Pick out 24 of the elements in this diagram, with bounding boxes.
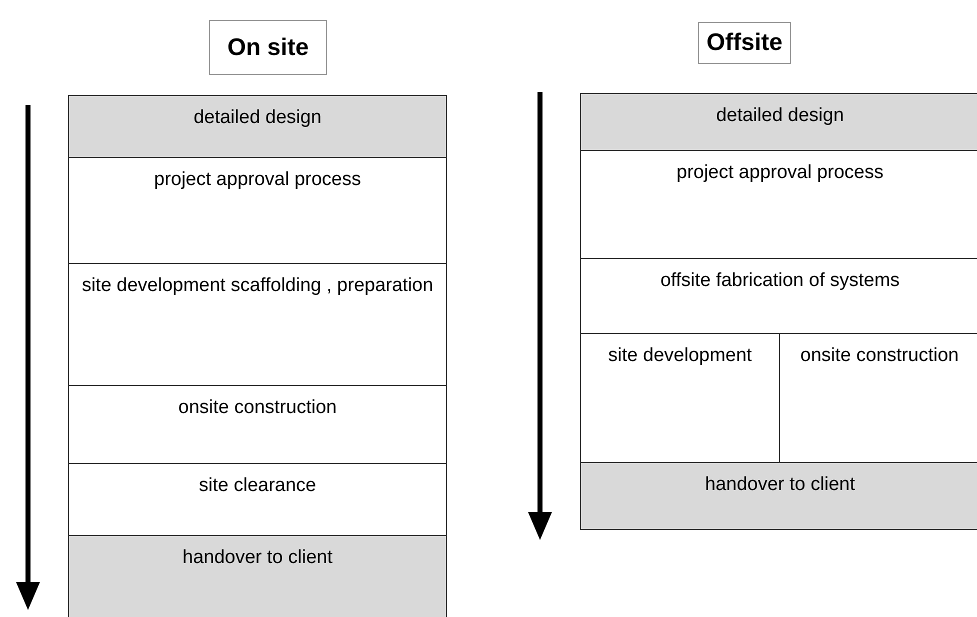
stage-label: project approval process xyxy=(676,161,884,185)
stage-label: offsite fabrication of systems xyxy=(659,269,901,293)
shaded-stage-box xyxy=(68,95,447,158)
stage-box xyxy=(68,463,447,536)
stage-label: site development xyxy=(607,344,753,368)
shaded-stage-box xyxy=(68,535,447,617)
stage-label: project approval process xyxy=(153,168,362,192)
stage-label: onsite construction xyxy=(799,344,960,368)
shaded-stage-box xyxy=(580,93,977,151)
heading-text: On site xyxy=(226,36,310,60)
stage-label: handover to client xyxy=(704,473,856,497)
stage-label: site development scaffolding , preparation xyxy=(80,274,434,298)
stage-label: detailed design xyxy=(192,106,322,130)
stage-label: detailed design xyxy=(715,104,845,128)
stage-box xyxy=(68,157,447,264)
shaded-stage-box xyxy=(580,462,977,530)
stage-label: site clearance xyxy=(198,474,318,498)
heading-box xyxy=(698,22,791,64)
heading-box xyxy=(209,20,327,75)
stage-label: onsite construction xyxy=(177,396,338,420)
stage-box xyxy=(68,385,447,464)
stage-label: handover to client xyxy=(182,546,334,570)
heading-text: Offsite xyxy=(705,31,784,55)
stage-box xyxy=(68,263,447,386)
